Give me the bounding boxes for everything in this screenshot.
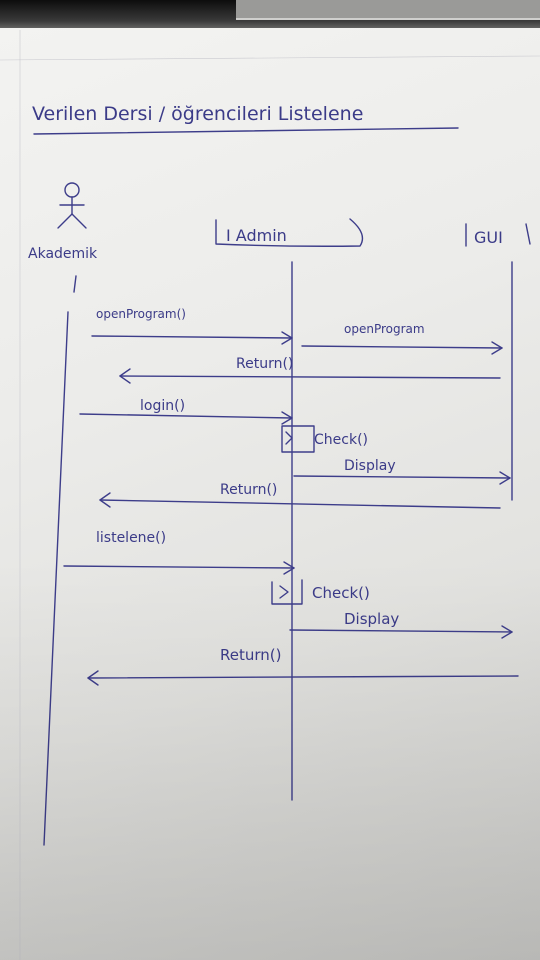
lifeline-akademik <box>43 275 77 846</box>
svg-text:Return(): Return() <box>236 356 293 372</box>
svg-text:Display: Display <box>344 610 399 628</box>
lifeline-header-gui: GUI <box>465 223 531 247</box>
svg-text:Display: Display <box>344 458 396 474</box>
message-return-3: Return() <box>87 646 519 686</box>
message-openprogram-2: openProgram <box>301 322 503 355</box>
svg-text:Check(): Check() <box>312 584 370 602</box>
svg-text:Check(): Check() <box>314 432 368 448</box>
device-edge <box>236 0 540 20</box>
notebook-page <box>0 28 540 960</box>
lifeline-header-admin: I Admin <box>215 218 364 247</box>
message-display-1: Display <box>293 458 511 485</box>
svg-text:Return(): Return() <box>220 482 277 498</box>
message-check-2: Check() <box>271 579 370 605</box>
message-openprogram-1: openProgram() <box>91 307 293 345</box>
actor-icon <box>57 182 87 229</box>
svg-text:login(): login() <box>140 398 185 414</box>
message-check-1: Check() <box>281 425 368 453</box>
message-return-1: Return() <box>119 356 501 384</box>
svg-text:GUI: GUI <box>474 228 503 247</box>
actor-label: Akademik <box>28 246 98 262</box>
message-listelene: listelene() <box>63 530 295 575</box>
message-display-2: Display <box>289 610 513 639</box>
title-underline <box>33 127 459 135</box>
svg-text:openProgram: openProgram <box>344 322 425 336</box>
svg-text:I Admin: I Admin <box>226 226 287 245</box>
svg-text:Return(): Return() <box>220 646 281 664</box>
svg-text:openProgram(): openProgram() <box>96 307 186 321</box>
svg-text:listelene(): listelene() <box>96 530 166 546</box>
message-login: login() <box>79 398 293 425</box>
message-return-2: Return() <box>99 482 501 509</box>
diagram-title: Verilen Dersi / öğrencileri Listelene <box>32 103 363 125</box>
page-grid <box>0 30 540 960</box>
